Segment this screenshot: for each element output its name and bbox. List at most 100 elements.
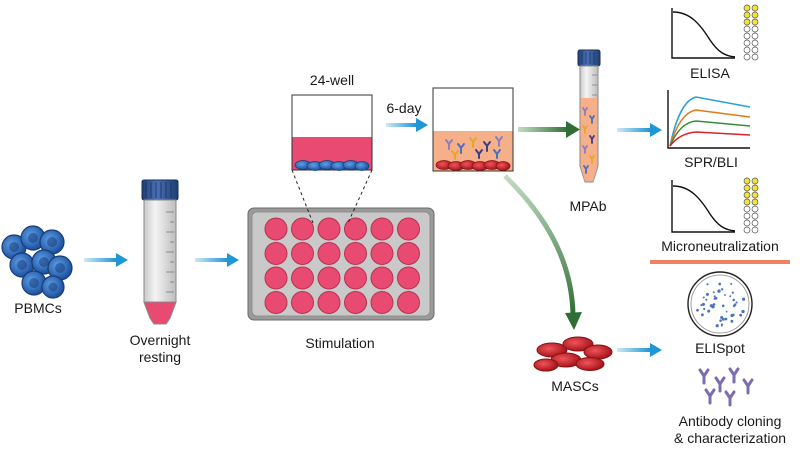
plate-well: [264, 266, 288, 290]
assay-dot: [743, 18, 751, 26]
arrow-culture-to-mpab: [518, 121, 580, 138]
elispot-spot: [712, 291, 715, 294]
label-cloning-line1: Antibody cloning: [678, 413, 782, 429]
assay-dot: [743, 25, 751, 33]
arrow-mascs-to-elispot: [617, 343, 662, 357]
elisa-panel: [671, 4, 759, 61]
elispot-spot: [705, 298, 708, 301]
plate-wells: [264, 217, 420, 314]
label-overnight-line1: Overnight: [129, 332, 191, 348]
plate-well: [397, 217, 420, 241]
elispot-spot: [713, 297, 717, 301]
assay-dot: [751, 4, 759, 12]
assay-dot: [743, 191, 751, 199]
elispot-spot: [724, 317, 728, 321]
elispot-spot: [718, 282, 722, 286]
microneutralization-dot-grid: [743, 177, 759, 234]
assay-dot: [751, 11, 759, 19]
assay-dot: [751, 226, 759, 234]
culture-red-cells: [435, 160, 511, 171]
elispot-spot: [720, 288, 724, 291]
elispot-spot: [717, 289, 721, 293]
arrow-culture-to-mascs: [503, 174, 582, 330]
well-blue-cells: [294, 160, 370, 171]
elispot-spot: [706, 283, 709, 286]
label-antibody-cloning: Antibody cloning & characterization: [660, 413, 800, 447]
plate-well: [317, 217, 341, 241]
label-elispot: ELISpot: [695, 340, 745, 356]
elispot-spots: [696, 282, 746, 328]
elispot-spot: [733, 303, 737, 307]
label-24-well: 24-well: [309, 72, 355, 88]
plate-well: [264, 217, 288, 241]
elispot-spot: [700, 304, 703, 307]
assay-dot: [751, 18, 759, 26]
assay-dot: [751, 191, 759, 199]
plate-well: [264, 242, 288, 265]
arrow-tube-to-plate: [195, 253, 239, 267]
culture-well: [432, 87, 514, 172]
assay-dot: [751, 39, 759, 47]
plate-well: [370, 242, 394, 265]
label-6-day: 6-day: [386, 100, 422, 116]
plate-well: [397, 291, 420, 314]
plate-well: [344, 266, 367, 290]
antibody-cluster: [698, 367, 754, 407]
label-spr-bli: SPR/BLI: [684, 154, 738, 170]
elispot-spot: [701, 302, 705, 306]
elispot-spot: [730, 319, 734, 323]
plate-well: [291, 291, 314, 314]
assay-dot: [751, 219, 759, 227]
assay-dot: [743, 198, 751, 206]
label-overnight-resting: Overnight resting: [110, 332, 210, 366]
assay-dot: [751, 32, 759, 40]
label-elisa: ELISA: [690, 65, 730, 81]
plate-well: [397, 242, 420, 265]
assay-dot: [743, 4, 751, 12]
elispot-spot: [742, 297, 746, 301]
elispot-spot: [725, 310, 728, 313]
plate-well: [317, 266, 341, 290]
assay-dot: [751, 198, 759, 206]
microneutralization-panel: [671, 177, 759, 234]
plate-well: [370, 291, 394, 314]
arrow-pbmc-to-tube: [84, 253, 128, 267]
arrow-mpab-to-assays: [617, 123, 662, 137]
plate-well: [397, 266, 420, 290]
assay-dot: [743, 184, 751, 192]
plate-well: [370, 217, 394, 241]
arrow-well-to-culture: [386, 118, 428, 132]
assay-dot: [743, 205, 751, 213]
elispot-spot: [715, 324, 719, 328]
plate-well: [317, 291, 341, 314]
label-pbmcs: PBMCs: [14, 300, 62, 316]
elispot-spot: [696, 308, 699, 312]
label-overnight-line2: resting: [138, 349, 182, 365]
elispot-spot: [724, 294, 726, 296]
24-well-plate: [247, 207, 435, 321]
overnight-tube: [141, 179, 179, 325]
elispot-spot: [720, 315, 724, 320]
label-mascs: MASCs: [551, 378, 599, 394]
elispot-spot: [720, 324, 723, 327]
assay-dot: [743, 226, 751, 234]
label-mpab: MPAb: [569, 198, 607, 214]
culture-antibodies: [445, 136, 503, 160]
elispot-spot: [735, 301, 738, 304]
elispot-panel: [687, 271, 753, 337]
elispot-spot: [700, 313, 704, 317]
elispot-spot: [741, 309, 745, 314]
plate-well: [344, 217, 367, 241]
plate-well: [317, 242, 341, 265]
elispot-spot: [731, 291, 734, 294]
assay-dot: [743, 32, 751, 40]
assay-dot: [751, 53, 759, 61]
elispot-spot: [707, 309, 711, 313]
assay-dot: [751, 212, 759, 220]
mpab-tube: [577, 49, 601, 183]
label-stimulation: Stimulation: [305, 335, 375, 351]
elispot-spot: [705, 292, 709, 296]
elispot-spot: [729, 295, 732, 298]
